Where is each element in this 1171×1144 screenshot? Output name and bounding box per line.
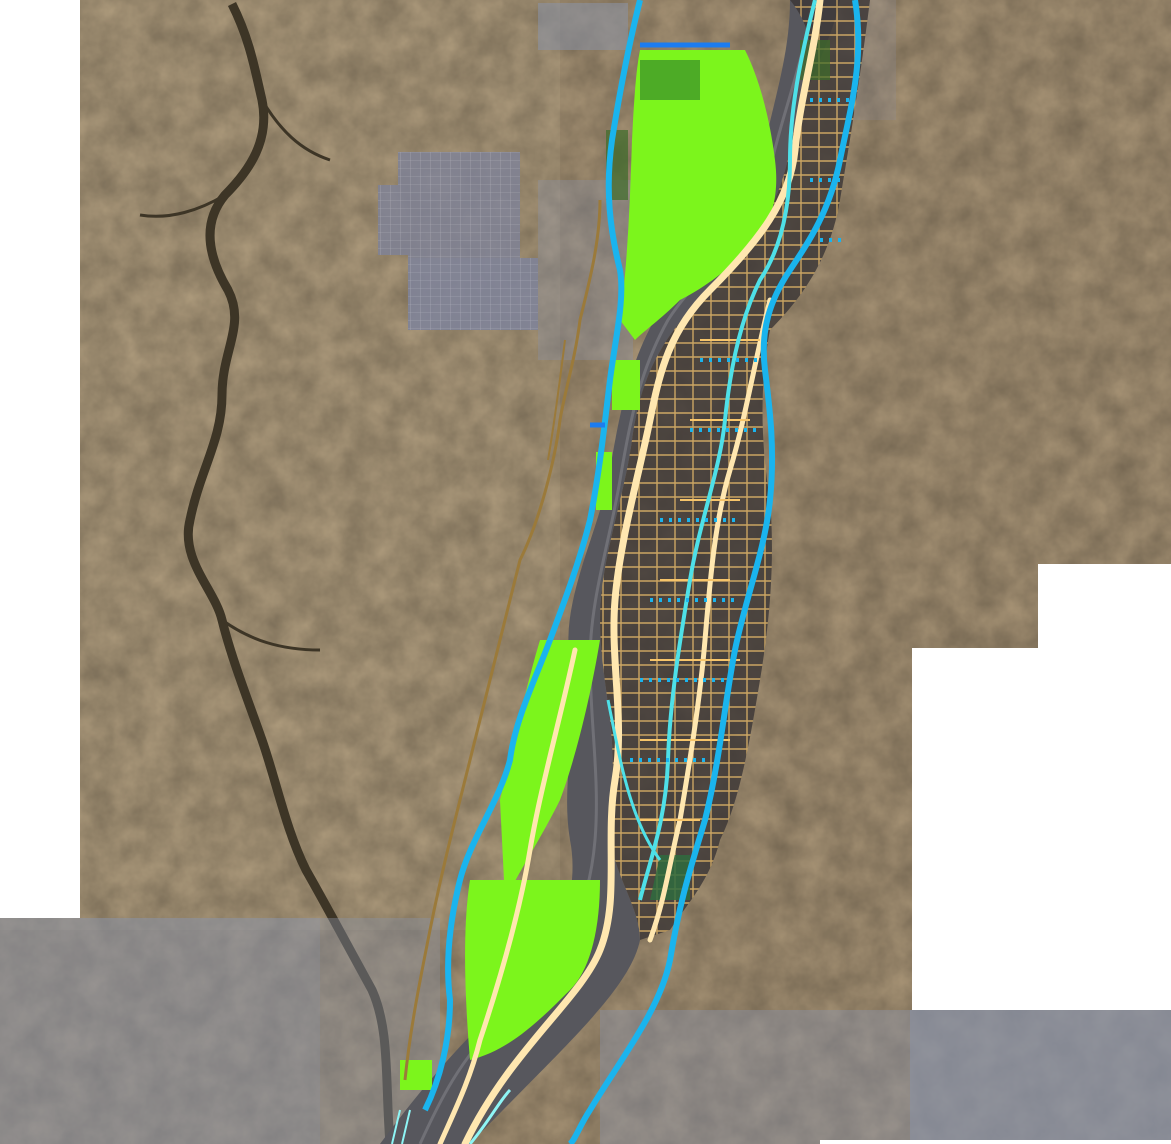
drainage-lines xyxy=(403,199,602,1081)
urban-area xyxy=(600,0,870,940)
solar-array xyxy=(378,152,538,330)
arroyo-drainage xyxy=(183,1,395,1144)
irrigation-canals xyxy=(391,0,862,1144)
